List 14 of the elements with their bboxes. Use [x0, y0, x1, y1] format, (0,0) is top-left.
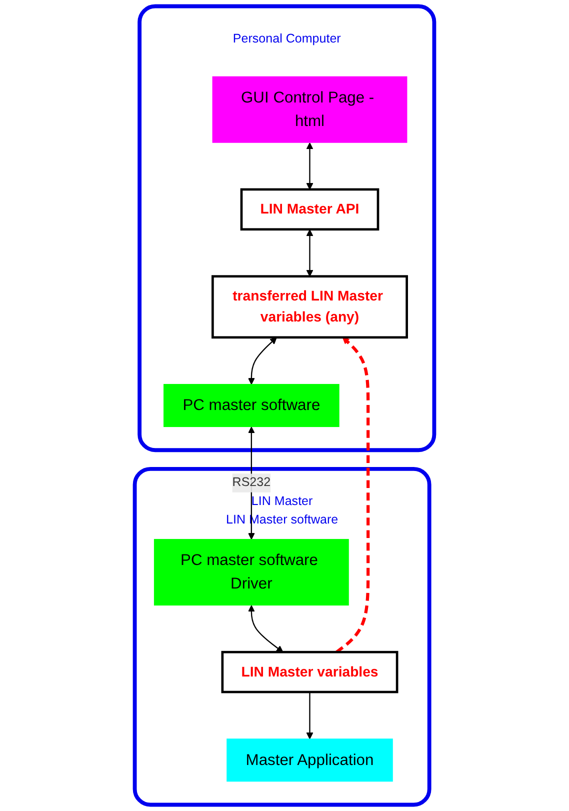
- node-box: transferred LIN Master variables (any): [212, 275, 408, 339]
- arrow: [336, 337, 370, 654]
- node-box: Master Application: [226, 738, 393, 782]
- arrow: [248, 605, 284, 652]
- node-box: LIN Master API: [240, 188, 380, 231]
- arrow: [248, 337, 277, 385]
- arrow: [306, 142, 314, 190]
- node-box: LIN Master variables: [221, 650, 398, 694]
- node-box: PC master software: [164, 384, 340, 428]
- node-box: PC master software Driver: [154, 538, 349, 606]
- node-box: GUI Control Page - html: [212, 76, 408, 143]
- edge-label: RS232: [232, 476, 271, 490]
- arrow: [306, 692, 314, 740]
- arrow: [306, 229, 314, 277]
